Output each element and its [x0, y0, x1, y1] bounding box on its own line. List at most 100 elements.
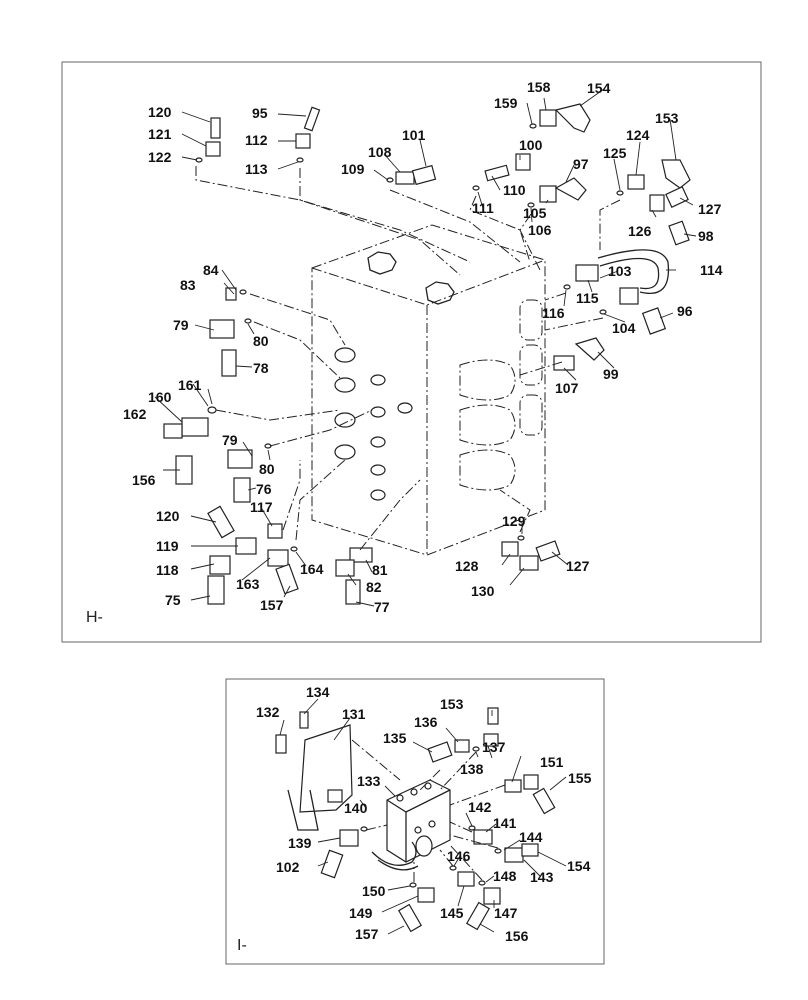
- callout-95: 95: [252, 105, 268, 121]
- leader-lines-bottom: [279, 698, 567, 935]
- callout-133: 133: [357, 773, 381, 789]
- callout-127: 127: [698, 201, 722, 217]
- callout-99: 99: [603, 366, 619, 382]
- callout-113: 113: [245, 161, 268, 177]
- callouts-bottom: 134 132 131 153 136 135 137 138 151 155 …: [256, 684, 592, 944]
- callouts-top: 120 121 122 95 112 113 101 108 109 110 1…: [123, 79, 723, 615]
- callout-80b: 80: [259, 461, 275, 477]
- callout-142: 142: [468, 799, 492, 815]
- callout-147: 147: [494, 905, 518, 921]
- leader-lines-top: [154, 88, 697, 607]
- callout-158: 158: [527, 79, 551, 95]
- callout-80: 80: [253, 333, 269, 349]
- callout-76: 76: [256, 481, 272, 497]
- callout-121: 121: [148, 126, 172, 142]
- callout-106: 106: [528, 222, 552, 238]
- callout-132: 132: [256, 704, 280, 720]
- callout-125: 125: [603, 145, 627, 161]
- callout-134: 134: [306, 684, 330, 700]
- callout-130: 130: [471, 583, 495, 599]
- callout-155: 155: [568, 770, 592, 786]
- callout-144: 144: [519, 829, 543, 845]
- callout-164: 164: [300, 561, 324, 577]
- callout-154b: 154: [567, 858, 591, 874]
- callout-120b: 120: [156, 508, 180, 524]
- callout-151: 151: [540, 754, 564, 770]
- panel-i-frame: [225, 678, 605, 965]
- routing-lines-top: [195, 166, 621, 551]
- callout-161: 161: [178, 377, 202, 393]
- callout-83: 83: [180, 277, 196, 293]
- callout-77: 77: [374, 599, 390, 615]
- fittings-top: [163, 103, 691, 605]
- callout-98: 98: [698, 228, 714, 244]
- callout-78: 78: [253, 360, 269, 376]
- routing-lines-bottom: [351, 739, 506, 882]
- callout-126: 126: [628, 223, 652, 239]
- callout-81: 81: [372, 562, 388, 578]
- panel-i: I-: [225, 678, 605, 965]
- control-valve-block: [311, 224, 546, 556]
- callout-131: 131: [342, 706, 366, 722]
- callout-82: 82: [366, 579, 382, 595]
- callout-104: 104: [612, 320, 636, 336]
- callout-139: 139: [288, 835, 312, 851]
- callout-135: 135: [383, 730, 407, 746]
- callout-149: 149: [349, 905, 373, 921]
- callout-153: 153: [655, 110, 679, 126]
- callout-138: 138: [460, 761, 484, 777]
- callout-111: 111: [472, 200, 494, 216]
- callout-162: 162: [123, 406, 147, 422]
- callout-75: 75: [165, 592, 181, 608]
- callout-103: 103: [608, 263, 632, 279]
- callout-96: 96: [677, 303, 693, 319]
- callout-112: 112: [245, 132, 268, 148]
- callout-146: 146: [447, 848, 471, 864]
- callout-115: 115: [576, 290, 599, 306]
- callout-108: 108: [368, 144, 392, 160]
- callout-114: 114: [700, 262, 723, 278]
- panel-h-frame: [61, 61, 762, 643]
- callout-119: 119: [156, 538, 179, 554]
- callout-163: 163: [236, 576, 260, 592]
- callout-122: 122: [148, 149, 172, 165]
- callout-156b: 156: [505, 928, 529, 944]
- callout-102: 102: [276, 859, 300, 875]
- callout-136: 136: [414, 714, 438, 730]
- callout-140: 140: [344, 800, 368, 816]
- callout-153b: 153: [440, 696, 464, 712]
- callout-159: 159: [494, 95, 518, 111]
- callout-124: 124: [626, 127, 650, 143]
- callout-137: 137: [482, 739, 506, 755]
- callout-110: 110: [503, 182, 526, 198]
- callout-157b: 157: [355, 926, 379, 942]
- callout-79: 79: [173, 317, 189, 333]
- callout-100: 100: [519, 137, 543, 153]
- callout-143: 143: [530, 869, 554, 885]
- mounting-bracket: [275, 711, 353, 831]
- callout-160: 160: [148, 389, 172, 405]
- callout-101: 101: [402, 127, 426, 143]
- callout-120: 120: [148, 104, 172, 120]
- callout-79b: 79: [222, 432, 238, 448]
- solenoid-valve-block: [371, 779, 451, 871]
- callout-157: 157: [260, 597, 284, 613]
- callout-116: 116: [542, 305, 565, 321]
- panel-h-label: H-: [86, 609, 103, 626]
- callout-84: 84: [203, 262, 219, 278]
- callout-97: 97: [573, 156, 589, 172]
- callout-107: 107: [555, 380, 579, 396]
- callout-141: 141: [493, 815, 517, 831]
- panel-h: H-: [61, 61, 762, 643]
- panel-i-label: I-: [237, 937, 247, 954]
- fittings-bottom: [320, 707, 556, 933]
- callout-150: 150: [362, 883, 386, 899]
- callout-109: 109: [341, 161, 365, 177]
- callout-128: 128: [455, 558, 479, 574]
- callout-117: 117: [250, 499, 273, 515]
- callout-148: 148: [493, 868, 517, 884]
- callout-118: 118: [156, 562, 179, 578]
- callout-127b: 127: [566, 558, 590, 574]
- callout-145: 145: [440, 905, 464, 921]
